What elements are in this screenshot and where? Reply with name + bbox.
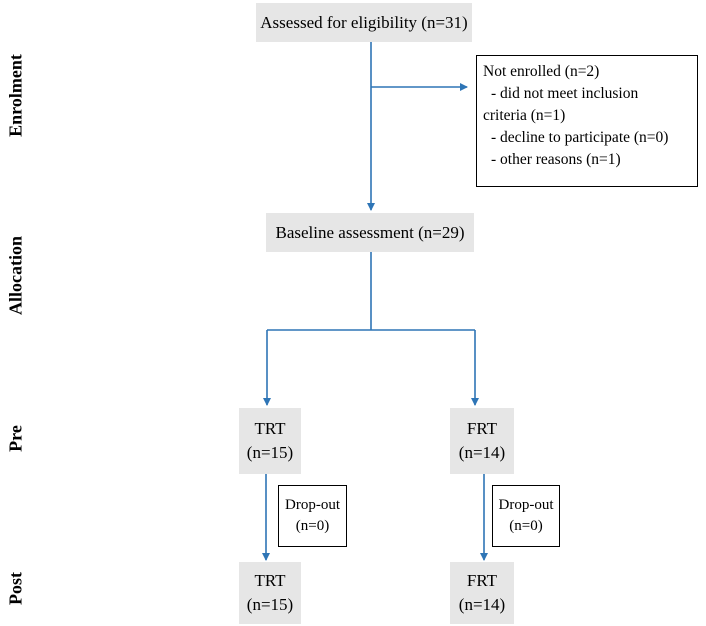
dropout-trt-box: Drop-out (n=0) (278, 485, 347, 547)
trt-post-name: TRT (254, 571, 286, 590)
assessed-box: Assessed for eligibility (n=31) (256, 3, 472, 42)
dropout-frt-label: Drop-out (498, 497, 554, 513)
not-enrolled-box: Not enrolled (n=2) - did not meet inclus… (476, 55, 698, 187)
not-enrolled-line: criteria (n=1) (483, 107, 566, 124)
dropout-frt-n: (n=0) (509, 518, 543, 534)
not-enrolled-line: Not enrolled (n=2) (483, 63, 600, 80)
trt-pre-n: (n=15) (246, 443, 294, 462)
frt-pre-box: FRT (n=14) (450, 408, 514, 474)
not-enrolled-line: - decline to participate (n=0) (491, 129, 669, 146)
trt-post-n: (n=15) (246, 595, 294, 614)
stage-label-post: Post (5, 572, 26, 605)
stage-label-allocation: Allocation (5, 236, 26, 315)
stage-label-pre: Pre (5, 425, 26, 452)
not-enrolled-line: - did not meet inclusion (491, 85, 639, 102)
frt-pre-n: (n=14) (458, 443, 506, 462)
trt-pre-box: TRT (n=15) (239, 408, 301, 474)
frt-post-box: FRT (n=14) (450, 562, 514, 624)
dropout-frt-box: Drop-out (n=0) (492, 485, 560, 547)
baseline-box: Baseline assessment (n=29) (266, 213, 474, 252)
frt-pre-name: FRT (466, 419, 498, 438)
dropout-trt-n: (n=0) (295, 518, 330, 534)
trt-post-box: TRT (n=15) (239, 562, 301, 624)
not-enrolled-line: - other reasons (n=1) (491, 151, 621, 168)
frt-post-n: (n=14) (458, 595, 506, 614)
stage-label-enrolment: Enrolment (5, 54, 26, 137)
baseline-text: Baseline assessment (n=29) (275, 222, 465, 242)
dropout-trt-label: Drop-out (285, 497, 340, 513)
assessed-text: Assessed for eligibility (n=31) (260, 12, 468, 32)
frt-post-name: FRT (466, 571, 498, 590)
trt-pre-name: TRT (254, 419, 286, 438)
